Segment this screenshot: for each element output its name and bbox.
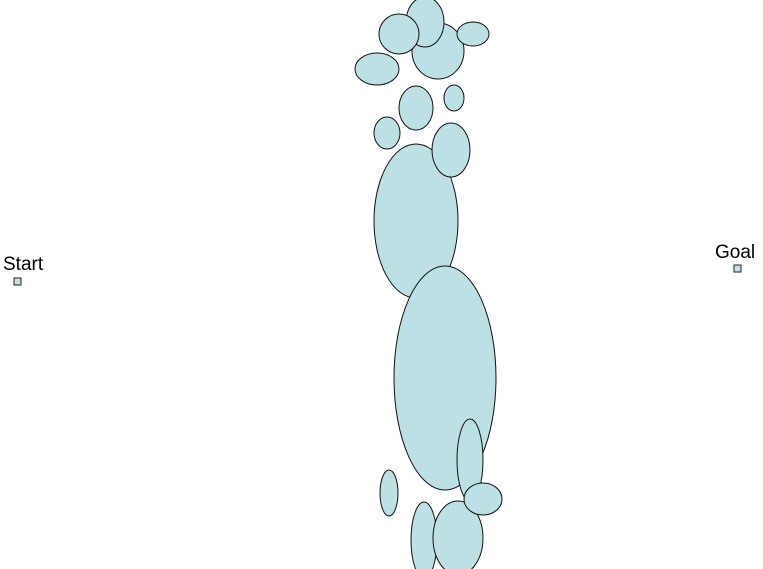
start-point: Start bbox=[3, 254, 44, 286]
goal-point: Goal bbox=[715, 242, 755, 273]
obstacle-ellipse bbox=[431, 122, 471, 178]
obstacle-ellipse bbox=[463, 482, 503, 516]
obstacle-ellipse bbox=[379, 469, 399, 517]
start-marker bbox=[13, 277, 22, 286]
obstacle-ellipse bbox=[432, 500, 484, 569]
start-label: Start bbox=[3, 254, 44, 275]
obstacle-ellipse bbox=[378, 13, 420, 55]
obstacle-group bbox=[354, 0, 503, 569]
goal-label: Goal bbox=[715, 242, 755, 263]
obstacle-ellipse bbox=[443, 84, 465, 112]
goal-marker bbox=[733, 264, 742, 273]
obstacle-ellipse bbox=[373, 116, 401, 150]
obstacle-ellipse bbox=[354, 52, 400, 86]
obstacle-ellipse bbox=[398, 85, 434, 131]
obstacle-ellipse bbox=[456, 21, 490, 47]
